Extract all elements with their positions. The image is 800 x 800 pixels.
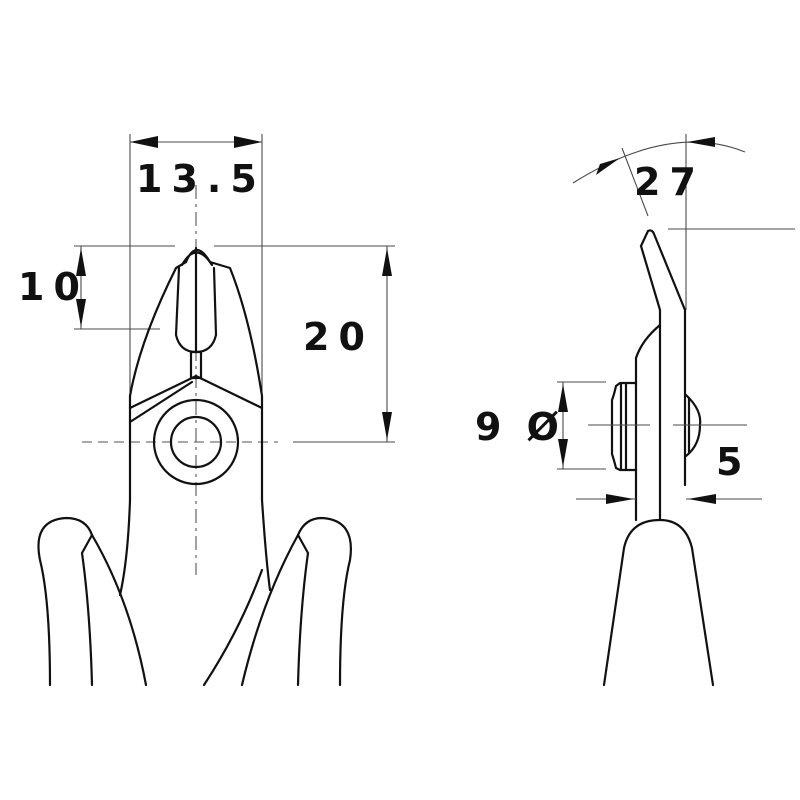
jaw-outline-right bbox=[184, 248, 264, 502]
arrow-icon bbox=[76, 248, 86, 276]
handle-left-outer bbox=[37, 516, 94, 687]
side-view: 27 9 Ø 5 bbox=[475, 134, 795, 687]
pivot-inner-ring bbox=[169, 415, 223, 469]
arrow-icon bbox=[382, 412, 392, 440]
jaw-chevron-upper bbox=[128, 374, 264, 410]
arrow-icon bbox=[76, 299, 86, 327]
pivot-outer-ring bbox=[152, 398, 240, 486]
angle-reference-line bbox=[621, 147, 649, 217]
dimension-label-jaw-width: 13.5 bbox=[136, 157, 266, 201]
side-handle bbox=[602, 518, 715, 687]
arrow-icon bbox=[382, 248, 392, 276]
arrow-icon bbox=[688, 494, 716, 504]
arrow-icon bbox=[234, 136, 262, 148]
dimension-label-rivet-diameter: 9 Ø bbox=[475, 405, 565, 449]
dimension-label-head-length: 20 bbox=[303, 315, 374, 359]
body-left-edge bbox=[118, 498, 132, 597]
arrow-icon bbox=[606, 494, 634, 504]
side-jaw-center bbox=[639, 244, 662, 522]
arrow-icon bbox=[687, 137, 715, 147]
dimension-label-angle: 27 bbox=[634, 160, 705, 204]
arrow-icon bbox=[596, 158, 620, 175]
side-jaw-left bbox=[634, 323, 662, 522]
arrow-icon bbox=[558, 384, 568, 412]
handle-right-body bbox=[202, 568, 264, 687]
dimension-label-thickness: 5 bbox=[716, 440, 751, 484]
handle-left-inner bbox=[90, 533, 148, 687]
rivet-head-left bbox=[610, 381, 638, 472]
jaw-chevron-lower bbox=[128, 380, 194, 424]
dimension-label-edge-length: 10 bbox=[18, 265, 89, 309]
body-right-edge bbox=[260, 498, 272, 592]
jaw-outline-left bbox=[128, 260, 188, 502]
arrow-icon bbox=[558, 439, 568, 467]
front-view: 13.5 10 20 bbox=[18, 134, 395, 687]
handle-right-outer bbox=[296, 516, 352, 687]
arrow-icon bbox=[130, 136, 158, 148]
handle-right-inner bbox=[240, 533, 300, 687]
angle-arc bbox=[572, 141, 746, 184]
side-jaw-right bbox=[639, 229, 687, 487]
jaw-neck bbox=[189, 350, 203, 380]
